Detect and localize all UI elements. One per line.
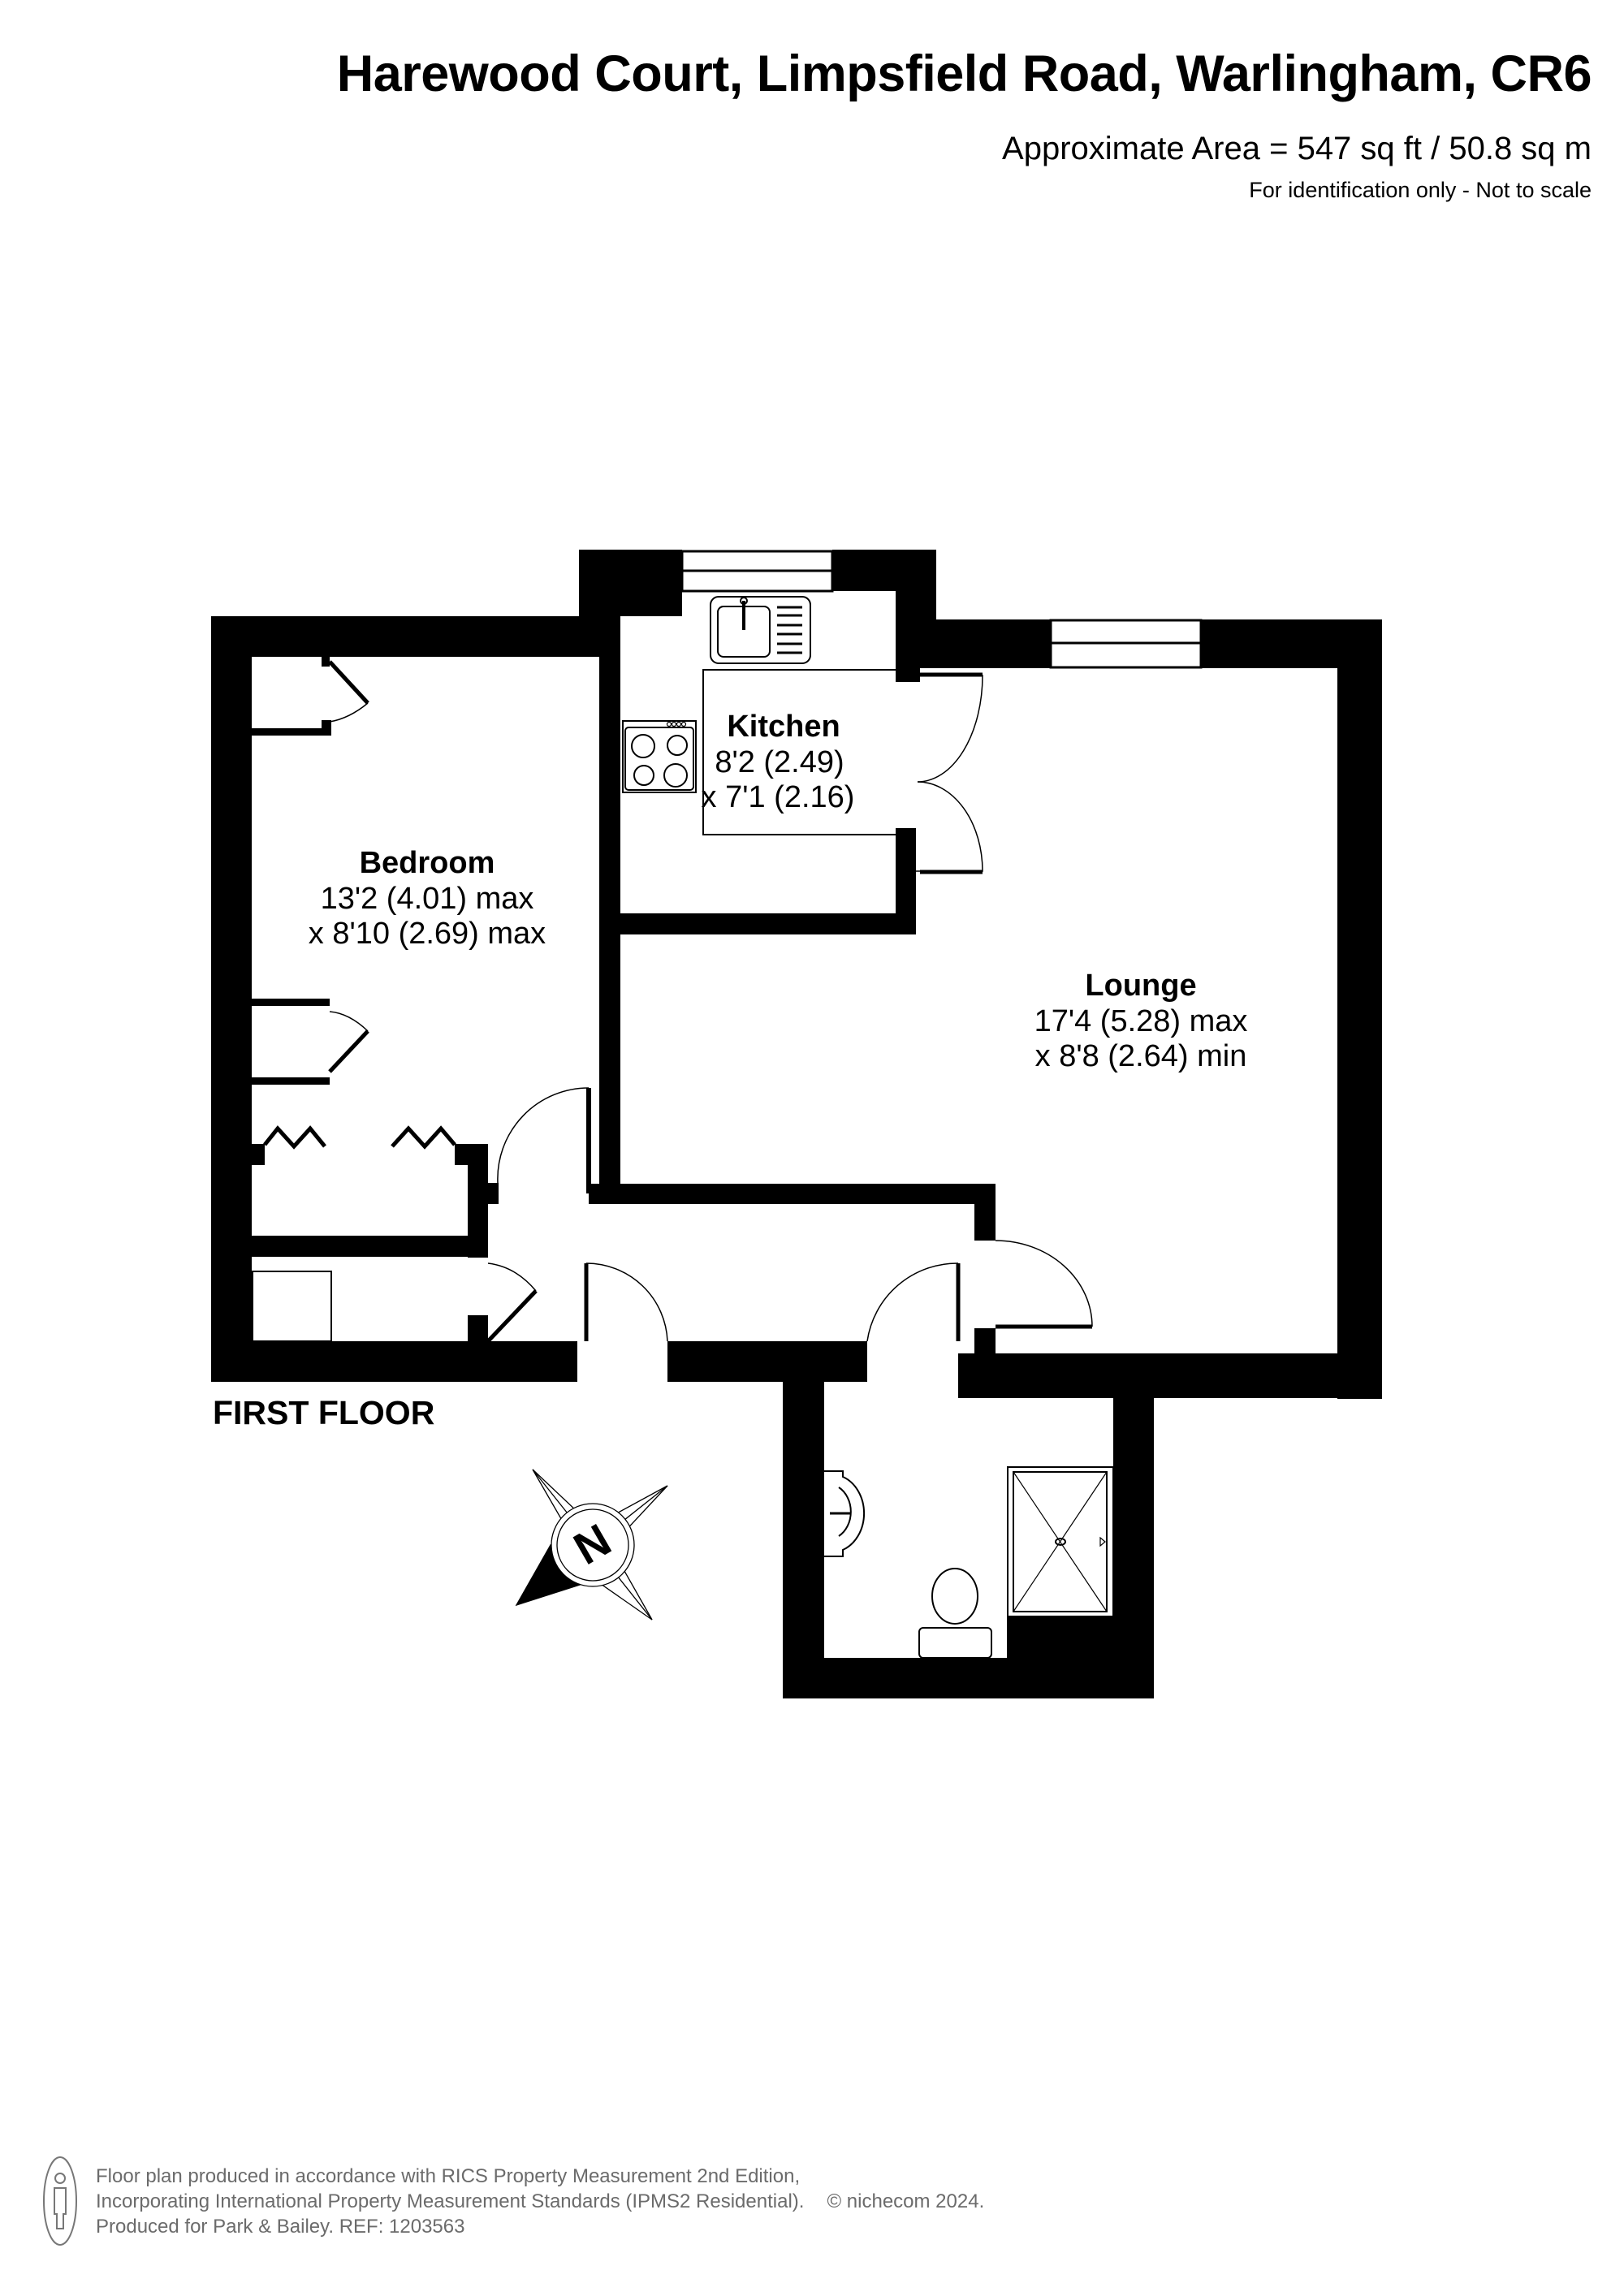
windows	[680, 550, 1203, 669]
basin-bowl	[838, 1487, 852, 1537]
bedroom-door-jamb	[488, 1183, 499, 1204]
kitchen-dim-2: x 7'1 (2.16)	[702, 780, 855, 814]
kitchen-label: Kitchen	[727, 710, 840, 744]
sink-drainer	[777, 606, 802, 654]
cupboard-1-shelf	[252, 728, 330, 736]
cupboard-1-door	[328, 660, 369, 705]
lounge-label: Lounge	[1085, 969, 1196, 1003]
cupboard-2-shelf-bottom	[252, 1077, 330, 1085]
header: Harewood Court, Limpsfield Road, Warling…	[337, 49, 1592, 201]
kitchen-double-door-top	[916, 675, 983, 783]
hob-controls	[666, 721, 687, 727]
bedroom-top-wall	[211, 616, 599, 657]
bedroom-door-swing	[497, 1087, 590, 1184]
kitchen-sink	[710, 596, 811, 664]
hallway-top-wall	[589, 1184, 996, 1204]
bathroom-bottom-wall	[783, 1658, 1154, 1698]
central-partition-wall	[599, 591, 620, 1204]
cupboard-2-door	[328, 1029, 369, 1073]
bathroom-basin	[824, 1470, 866, 1557]
sink-tap-head	[740, 597, 748, 605]
kitchen-countertop	[702, 669, 896, 835]
hall-cupboard-door-swing	[487, 1262, 537, 1292]
lounge-bottom-wall	[958, 1353, 1382, 1398]
north-compass-icon: N	[515, 1469, 668, 1621]
hall-cupboard-door	[486, 1289, 538, 1343]
compass-inner-ring	[556, 1508, 629, 1582]
cupboard-1-jamb	[322, 720, 331, 736]
doors	[263, 660, 1093, 1343]
lounge-door-swing	[995, 1240, 1093, 1327]
cupboard-2-door-swing	[329, 1011, 369, 1032]
wardrobe-bottom-wall	[252, 1236, 488, 1257]
hob-burner	[667, 735, 688, 756]
shower-slope-line	[1013, 1471, 1108, 1612]
person-info-icon	[43, 2156, 77, 2246]
kitchen-bottom-wall	[599, 913, 916, 934]
copyright: © nichecom 2024.	[827, 2190, 985, 2212]
shower-tray-inner	[1013, 1471, 1108, 1612]
cupboard-1-jamb-top	[322, 657, 330, 667]
footer-line-2: Incorporating International Property Mea…	[96, 2189, 984, 2214]
cupboard-1-door-swing	[329, 702, 369, 723]
hob-burner	[631, 734, 655, 758]
bedroom-bottom-wall	[211, 1341, 577, 1382]
bathroom-left-wall	[783, 1341, 824, 1698]
shower-tray	[1007, 1466, 1114, 1617]
hob-burner	[663, 763, 688, 788]
property-title: Harewood Court, Limpsfield Road, Warling…	[336, 45, 1592, 102]
wardrobe-left-block	[252, 1144, 265, 1165]
cupboard-2-shelf-top	[252, 999, 330, 1006]
bathroom-door-swing	[866, 1262, 959, 1342]
shower-valve-icon	[1099, 1536, 1106, 1547]
bedroom-dim-1: 13'2 (4.01) max	[321, 882, 534, 916]
shower-drain-icon	[1055, 1538, 1066, 1546]
footer-line-2-text: Incorporating International Property Mea…	[96, 2190, 805, 2212]
lounge-top-wall-left	[916, 619, 1051, 668]
wardrobe-sliding-door-right	[391, 1125, 456, 1150]
scale-disclaimer: For identification only - Not to scale	[1249, 178, 1592, 202]
fixtures	[252, 596, 1114, 1659]
kitchen-right-wall-lower	[896, 828, 916, 934]
bathroom-right-wall	[1113, 1372, 1154, 1698]
toilet-bowl	[931, 1568, 978, 1625]
footer-line-1: Floor plan produced in accordance with R…	[96, 2164, 801, 2187]
toilet-cistern	[918, 1627, 992, 1659]
footer: Floor plan produced in accordance with R…	[42, 2156, 984, 2246]
lounge-door-jamb-bottom	[974, 1328, 996, 1361]
boiler-cupboard	[252, 1271, 332, 1342]
hob-burner	[633, 765, 654, 786]
wardrobe-sliding-door-left	[263, 1125, 326, 1150]
floor-label: FIRST FLOOR	[213, 1394, 435, 1431]
lounge-dim-2: x 8'8 (2.64) min	[1035, 1039, 1247, 1073]
cupboard-3-jamb	[468, 1315, 488, 1341]
kitchen-dim-1: 8'2 (2.49)	[715, 745, 844, 779]
lounge-right-wall	[1337, 619, 1382, 1399]
hob-surface	[624, 727, 694, 791]
kitchen-hob	[622, 720, 697, 793]
hallway-bottom-wall	[667, 1341, 867, 1382]
kitchen-double-door-bottom	[916, 781, 983, 872]
footer-line-3: Produced for Park & Bailey. REF: 1203563	[96, 2215, 465, 2238]
walls	[211, 550, 1382, 1698]
bedroom-label: Bedroom	[360, 846, 495, 880]
bedroom-dim-2: x 8'10 (2.69) max	[309, 917, 546, 951]
bathroom-shower-plinth	[1007, 1617, 1113, 1659]
lounge-door-jamb-top	[974, 1184, 996, 1241]
lounge-dim-1: 17'4 (5.28) max	[1034, 1004, 1248, 1038]
approximate-area: Approximate Area = 547 sq ft / 50.8 sq m	[1002, 131, 1592, 166]
entrance-door-swing	[585, 1262, 668, 1342]
bedroom-left-wall	[211, 616, 252, 1382]
footer-text: Floor plan produced in accordance with R…	[96, 2164, 984, 2239]
room-labels: Kitchen 8'2 (2.49) x 7'1 (2.16) Bedroom …	[309, 710, 1248, 1073]
